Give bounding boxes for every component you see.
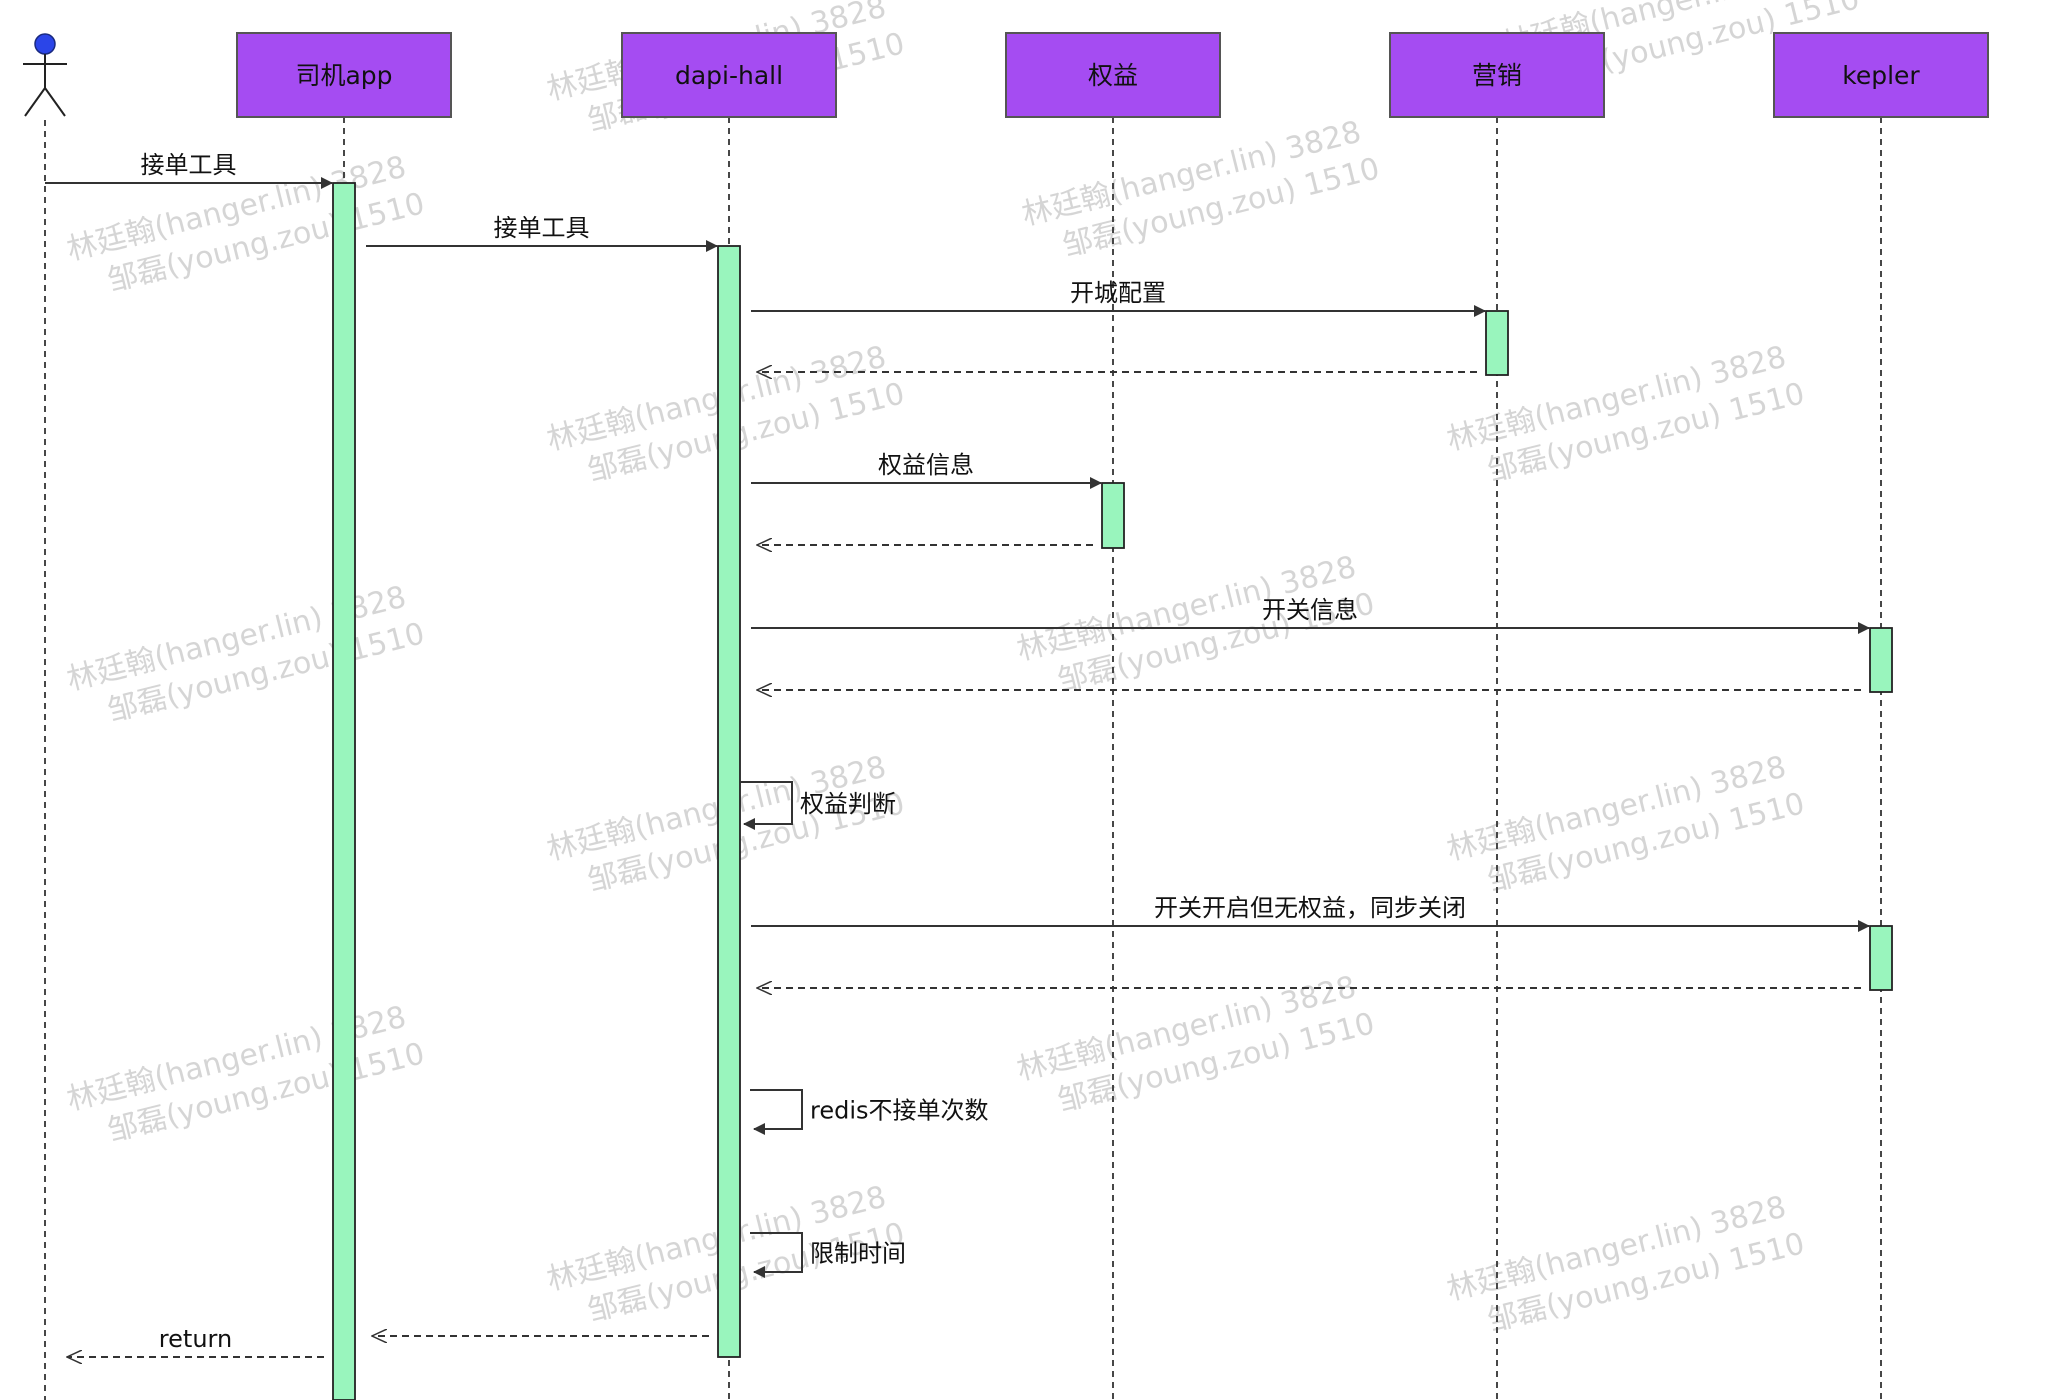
actor-leg — [44, 87, 66, 117]
message-15: return — [67, 1325, 324, 1357]
message-label: 接单工具 — [141, 151, 237, 179]
message-9: 权益判断 — [740, 781, 896, 830]
self-message-arrow — [750, 1089, 803, 1135]
message-1: 接单工具 — [45, 151, 333, 189]
participant-label: dapi-hall — [675, 61, 783, 90]
self-message-arrow — [740, 781, 793, 830]
message-label: 权益信息 — [878, 451, 974, 479]
message-label: 权益判断 — [800, 790, 896, 818]
message-7: 开关信息 — [751, 596, 1870, 634]
participant-marketing: 营销 — [1389, 32, 1605, 118]
participant-box — [1005, 32, 1221, 118]
activation-bar — [1869, 627, 1893, 693]
lifelines-layer — [44, 117, 1882, 1400]
message-label: 开关信息 — [1262, 596, 1358, 624]
participant-label: 营销 — [1472, 61, 1522, 90]
actor-figure — [23, 33, 67, 117]
message-10: 开关开启但无权益，同步关闭 — [751, 894, 1870, 932]
activation-bar — [1485, 310, 1509, 376]
participants-layer: 司机app dapi-hall 权益 营销 kepler — [23, 32, 1989, 118]
message-label: 开城配置 — [1070, 279, 1166, 307]
message-3: 开城配置 — [751, 279, 1486, 317]
self-message-arrow — [750, 1232, 803, 1278]
message-label: return — [159, 1325, 232, 1353]
messages-layer: 接单工具接单工具开城配置权益信息开关信息权益判断开关开启但无权益，同步关闭red… — [45, 151, 1870, 1357]
participant-box — [236, 32, 452, 118]
message-label: 接单工具 — [494, 214, 590, 242]
message-5: 权益信息 — [751, 451, 1102, 489]
activation-bar — [1869, 925, 1893, 991]
message-13: 限制时间 — [750, 1232, 906, 1278]
message-2: 接单工具 — [366, 214, 718, 252]
participant-label: 权益 — [1088, 61, 1138, 90]
message-label: 限制时间 — [810, 1240, 906, 1268]
message-label: redis不接单次数 — [810, 1097, 989, 1125]
participant-label: kepler — [1842, 61, 1920, 90]
activation-bar — [717, 245, 741, 1358]
activation-bar — [1101, 482, 1125, 549]
activations-layer — [332, 182, 1893, 1400]
activation-bar — [332, 182, 356, 1400]
participant-box — [1389, 32, 1605, 118]
participant-dapi: dapi-hall — [621, 32, 837, 118]
participant-box — [1773, 32, 1989, 118]
participant-box — [621, 32, 837, 118]
message-12: redis不接单次数 — [750, 1089, 989, 1135]
participant-label: 司机app — [295, 61, 392, 90]
message-label: 开关开启但无权益，同步关闭 — [1154, 894, 1466, 922]
participant-driver: 司机app — [236, 32, 452, 118]
participant-kepler: kepler — [1773, 32, 1989, 118]
actor-leg — [24, 87, 46, 117]
actor-head — [34, 33, 56, 55]
participant-rights: 权益 — [1005, 32, 1221, 118]
